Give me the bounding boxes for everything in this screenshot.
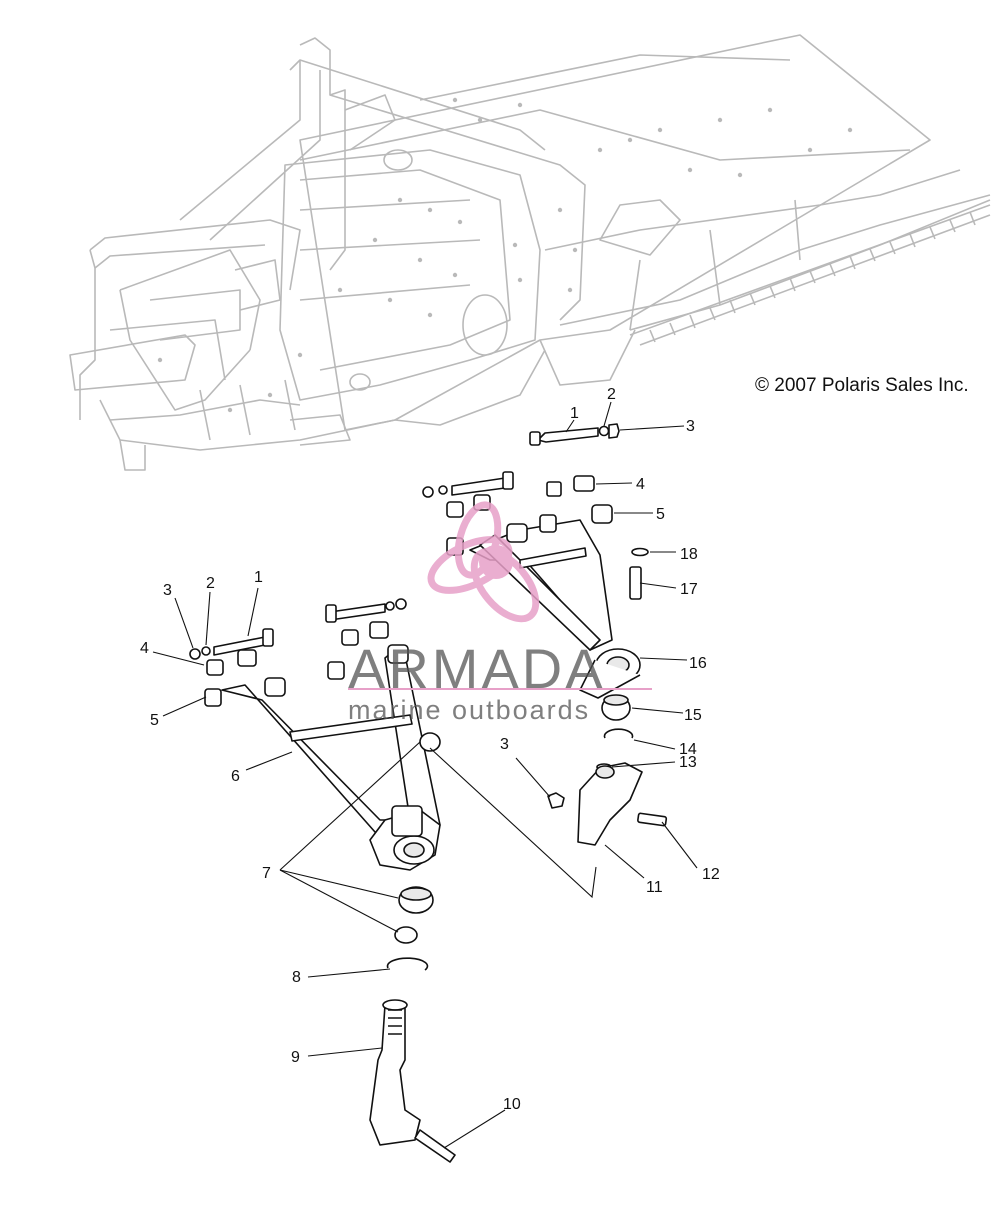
bolt-left-rear <box>329 603 386 621</box>
bolt-right-front <box>451 477 506 496</box>
callout-3-lower: 3 <box>500 736 509 753</box>
washer-18 <box>631 547 649 557</box>
chassis-frame <box>69 34 991 471</box>
clip-14 <box>603 728 634 739</box>
callout-13: 13 <box>679 754 697 771</box>
left-upper-a-arm-assembly <box>189 598 456 1163</box>
frame-hatching <box>649 211 976 343</box>
washer-2-left <box>201 646 211 656</box>
callout-2-right: 2 <box>607 386 616 403</box>
right-upper-a-arm-assembly <box>422 423 668 846</box>
bolt-1-right-head <box>529 431 541 446</box>
watermark-tagline: marine outboards <box>348 695 590 725</box>
bushing-4-right-a <box>546 481 562 497</box>
copyright-text: © 2007 Polaris Sales Inc. <box>755 375 969 396</box>
callout-3-left: 3 <box>163 582 172 599</box>
bushing-7-bottom <box>394 926 418 944</box>
leader-lines <box>152 401 698 1149</box>
washer-2-right <box>598 425 610 437</box>
callout-2-left: 2 <box>206 575 215 592</box>
callout-11: 11 <box>646 879 663 896</box>
bushing-5-left-b <box>264 677 286 697</box>
callout-4-right: 4 <box>636 476 645 493</box>
callout-8: 8 <box>292 969 301 986</box>
spindle-9 <box>369 1004 421 1146</box>
callout-9: 9 <box>291 1049 300 1066</box>
bushing-5-right-b <box>591 504 613 524</box>
callout-labels: 1 2 3 4 5 3 2 1 4 5 6 7 8 9 10 11 12 13 … <box>140 386 720 1113</box>
nut-3-right <box>608 423 620 439</box>
callout-16: 16 <box>689 655 707 672</box>
a-arm-crossbar-left <box>289 714 413 742</box>
callout-17: 17 <box>680 581 698 598</box>
bolt-17 <box>629 566 642 600</box>
bushing-4-left-b <box>237 649 257 667</box>
nut-3-left <box>189 648 201 660</box>
armada-watermark: ARMADA marine outboards <box>348 501 652 725</box>
clip-8 <box>386 957 429 971</box>
bushing-4-left-a <box>206 659 224 676</box>
callout-4-left: 4 <box>140 640 149 657</box>
frame-rivets <box>157 97 853 413</box>
callout-10: 10 <box>503 1096 521 1113</box>
nut-right-front <box>422 486 434 498</box>
bolt-12 <box>637 812 668 827</box>
bushing-4-right-b <box>573 475 595 492</box>
pin-10 <box>414 1129 456 1163</box>
callout-7: 7 <box>262 865 271 882</box>
watermark-brand: ARMADA <box>348 637 606 700</box>
callout-1-right: 1 <box>570 405 579 422</box>
propeller-logo-icon <box>427 501 540 623</box>
washer-right-front <box>438 485 448 495</box>
bolt-right-front-head <box>502 471 514 490</box>
callout-1-left: 1 <box>254 569 263 586</box>
callout-12: 12 <box>702 866 720 883</box>
bolt-1-right <box>537 427 599 443</box>
callout-14: 14 <box>679 741 697 758</box>
bushing-5-right-a <box>539 514 557 533</box>
callout-5-right: 5 <box>656 506 665 523</box>
callout-18: 18 <box>680 546 698 563</box>
callout-5-left: 5 <box>150 712 159 729</box>
callout-3-right: 3 <box>686 418 695 435</box>
nut-3-lower <box>547 792 565 809</box>
callout-15: 15 <box>684 707 702 724</box>
bushing-5-left-a <box>204 688 222 707</box>
bushing-right-front-a <box>446 501 464 518</box>
callout-6: 6 <box>231 768 240 785</box>
